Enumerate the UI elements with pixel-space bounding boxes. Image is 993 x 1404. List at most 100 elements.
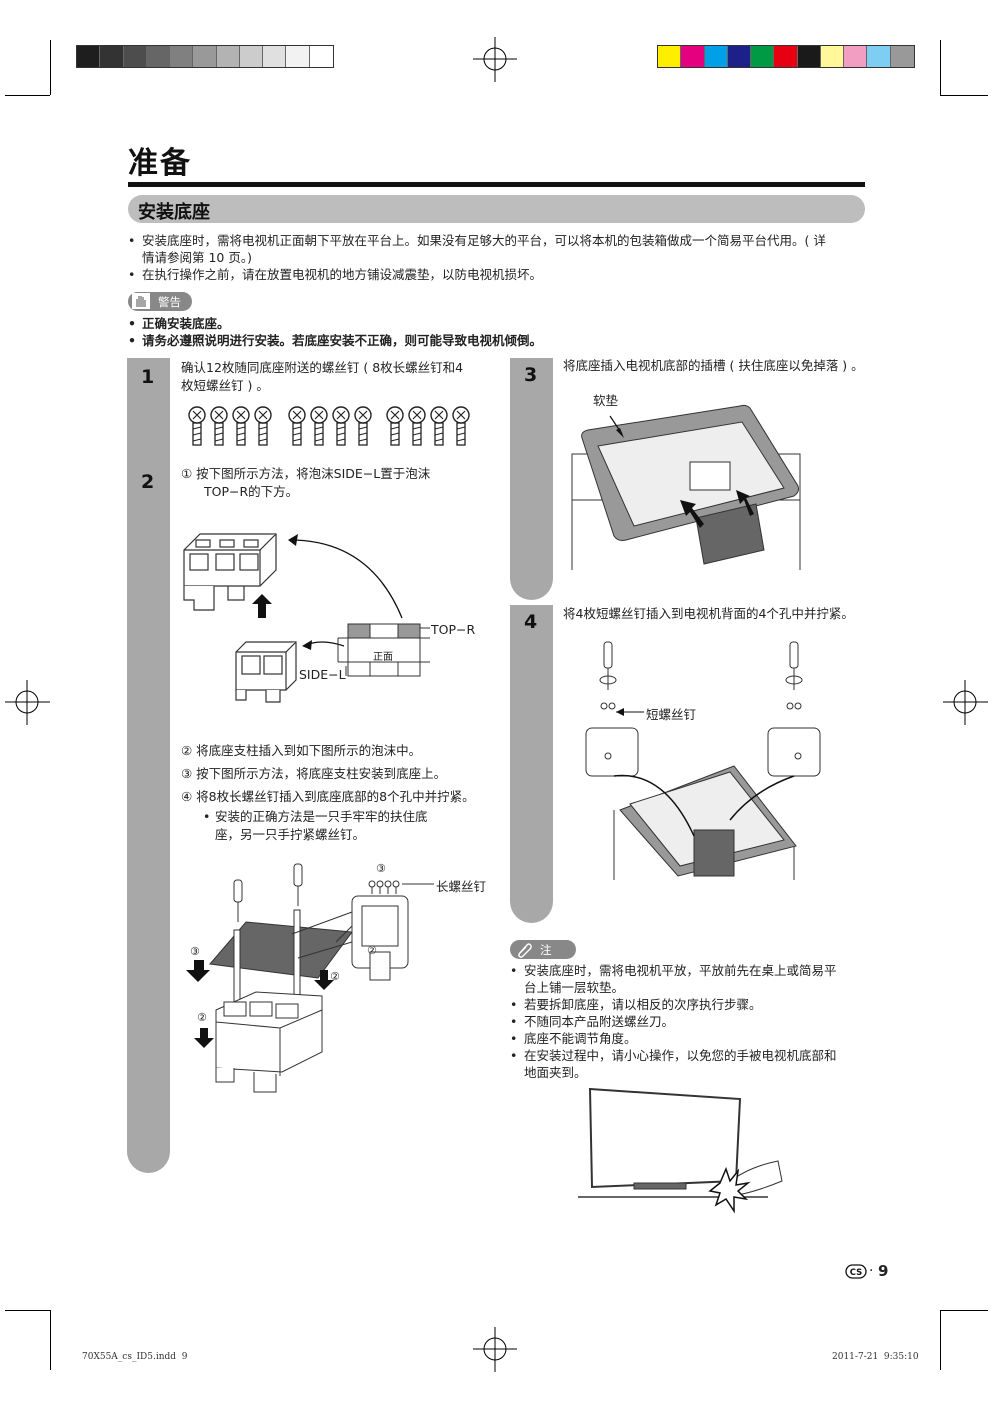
paperclip-icon [518, 943, 532, 958]
intro-bullet: 安装底座时，需将电视机正面朝下平放在平台上。如果没有足够大的平台，可以将本机的包… [128, 232, 868, 266]
warning-label: 警告 [158, 295, 181, 309]
screw-icon [354, 406, 372, 446]
section-header: 安装底座 [128, 195, 865, 223]
step1-number: 1 [141, 366, 155, 388]
pinch-warning-diagram [578, 1087, 783, 1214]
step4-tab [510, 605, 553, 923]
crop-mark [50, 1310, 51, 1370]
label-front: 正面 [373, 652, 393, 663]
screw-icon [408, 406, 426, 446]
crop-mark [940, 40, 941, 95]
screw-icon [386, 406, 404, 446]
calibration-swatch [263, 46, 287, 67]
screw-icon [452, 406, 470, 446]
screw-icon [210, 406, 228, 446]
crop-mark [940, 95, 988, 96]
screw-icon [430, 406, 448, 446]
registration-mark-left [5, 680, 50, 725]
label-circle-2: ② [197, 1011, 207, 1024]
registration-mark-bottom [473, 1327, 517, 1372]
label-long-screw: 长螺丝钉 [436, 879, 487, 894]
grey-calibration-bar [76, 45, 334, 68]
screw-icon [332, 406, 350, 446]
crop-mark [50, 40, 51, 95]
label-circle-2: ② [367, 944, 377, 957]
svg-text:CS: CS [850, 1268, 863, 1278]
calibration-swatch [844, 46, 868, 67]
step2-tab [127, 463, 170, 1173]
stand-assembly-diagram [186, 863, 434, 1093]
stand-insert-diagram [571, 404, 801, 570]
label-pad: 软垫 [593, 393, 619, 408]
step3-number: 3 [524, 364, 538, 386]
color-calibration-bar [657, 45, 915, 68]
calibration-swatch [239, 46, 264, 67]
cs-language-badge: CS [845, 1264, 867, 1279]
calibration-swatch [751, 46, 775, 67]
footer-file: 70X55A_cs_ID5.indd 9 [82, 1352, 188, 1362]
foam-assembly-diagram [183, 533, 430, 703]
note-item: 底座不能调节角度。 [510, 1030, 870, 1047]
crop-mark [940, 1310, 988, 1311]
note-label: 注 [540, 943, 552, 957]
step3-text: 将底座插入电视机底部的插槽 ( 扶住底座以免掉落 ) 。 [563, 358, 864, 373]
calibration-swatch [820, 46, 845, 67]
step2-sub4-note: • 安装的正确方法是一只手牢牢的扶住底座，另一只手拧紧螺丝钉。 [203, 809, 428, 842]
warning-item: 正确安装底座。 [128, 315, 868, 332]
calibration-swatch [704, 46, 728, 67]
note-badge: 注 [510, 940, 576, 959]
calibration-swatch [170, 46, 194, 67]
calibration-swatch [193, 46, 217, 67]
step3-tab [510, 358, 553, 600]
screws-illustration [188, 406, 470, 446]
short-screw-diagram [585, 641, 821, 880]
calibration-swatch [727, 46, 752, 67]
label-side-l: SIDE−L [299, 667, 346, 682]
warning-badge: 警告 [128, 292, 192, 311]
calibration-swatch [658, 46, 682, 67]
label-circle-3: ③ [376, 862, 386, 875]
label-short-screw: 短螺丝钉 [646, 707, 697, 722]
section-title: 安装底座 [138, 202, 210, 223]
step2-sub4: ④ 将8枚长螺丝钉插入到底座底部的8个孔中并拧紧。 [181, 789, 475, 804]
step2-number: 2 [141, 471, 155, 493]
screw-icon [310, 406, 328, 446]
page-title: 准备 [128, 146, 192, 181]
calibration-swatch [867, 46, 891, 67]
calibration-swatch [123, 46, 147, 67]
calibration-swatch [77, 46, 101, 67]
registration-mark-right [943, 680, 988, 725]
page-number-separator: · [869, 1263, 874, 1279]
calibration-swatch [216, 46, 240, 67]
step4-number: 4 [524, 611, 538, 633]
screw-icon [288, 406, 306, 446]
title-rule [128, 182, 865, 187]
intro-bullets: 安装底座时，需将电视机正面朝下平放在平台上。如果没有足够大的平台，可以将本机的包… [128, 232, 868, 283]
step4-text: 将4枚短螺丝钉插入到电视机背面的4个孔中并拧紧。 [563, 606, 854, 621]
calibration-swatch [286, 46, 310, 67]
step2-sub2: ② 将底座支柱插入到如下图所示的泡沫中。 [181, 743, 422, 758]
footer-date: 2011-7-21 9:35:10 [832, 1352, 919, 1362]
screw-icon [232, 406, 250, 446]
step2-sub3: ③ 按下图所示方法，将底座支柱安装到底座上。 [181, 766, 447, 781]
label-top-r: TOP−R [431, 622, 476, 637]
warning-item: 请务必遵照说明进行安装。若底座安装不正确，则可能导致电视机倾倒。 [128, 332, 868, 349]
calibration-swatch [100, 46, 124, 67]
calibration-swatch [681, 46, 705, 67]
intro-bullet: 在执行操作之前，请在放置电视机的地方铺设减震垫，以防电视机损坏。 [128, 266, 868, 283]
page-number: 9 [878, 1262, 889, 1280]
crop-mark [940, 1310, 941, 1370]
calibration-swatch [774, 46, 798, 67]
screw-icon [254, 406, 272, 446]
label-circle-3: ③ [190, 945, 200, 958]
note-item: 不随同本产品附送螺丝刀。 [510, 1013, 870, 1030]
calibration-swatch [797, 46, 821, 67]
calibration-swatch [146, 46, 171, 67]
warning-list: 正确安装底座。 请务必遵照说明进行安装。若底座安装不正确，则可能导致电视机倾倒。 [128, 315, 868, 349]
registration-mark-top [473, 37, 517, 82]
calibration-swatch [309, 46, 333, 67]
crop-mark [5, 1310, 50, 1311]
